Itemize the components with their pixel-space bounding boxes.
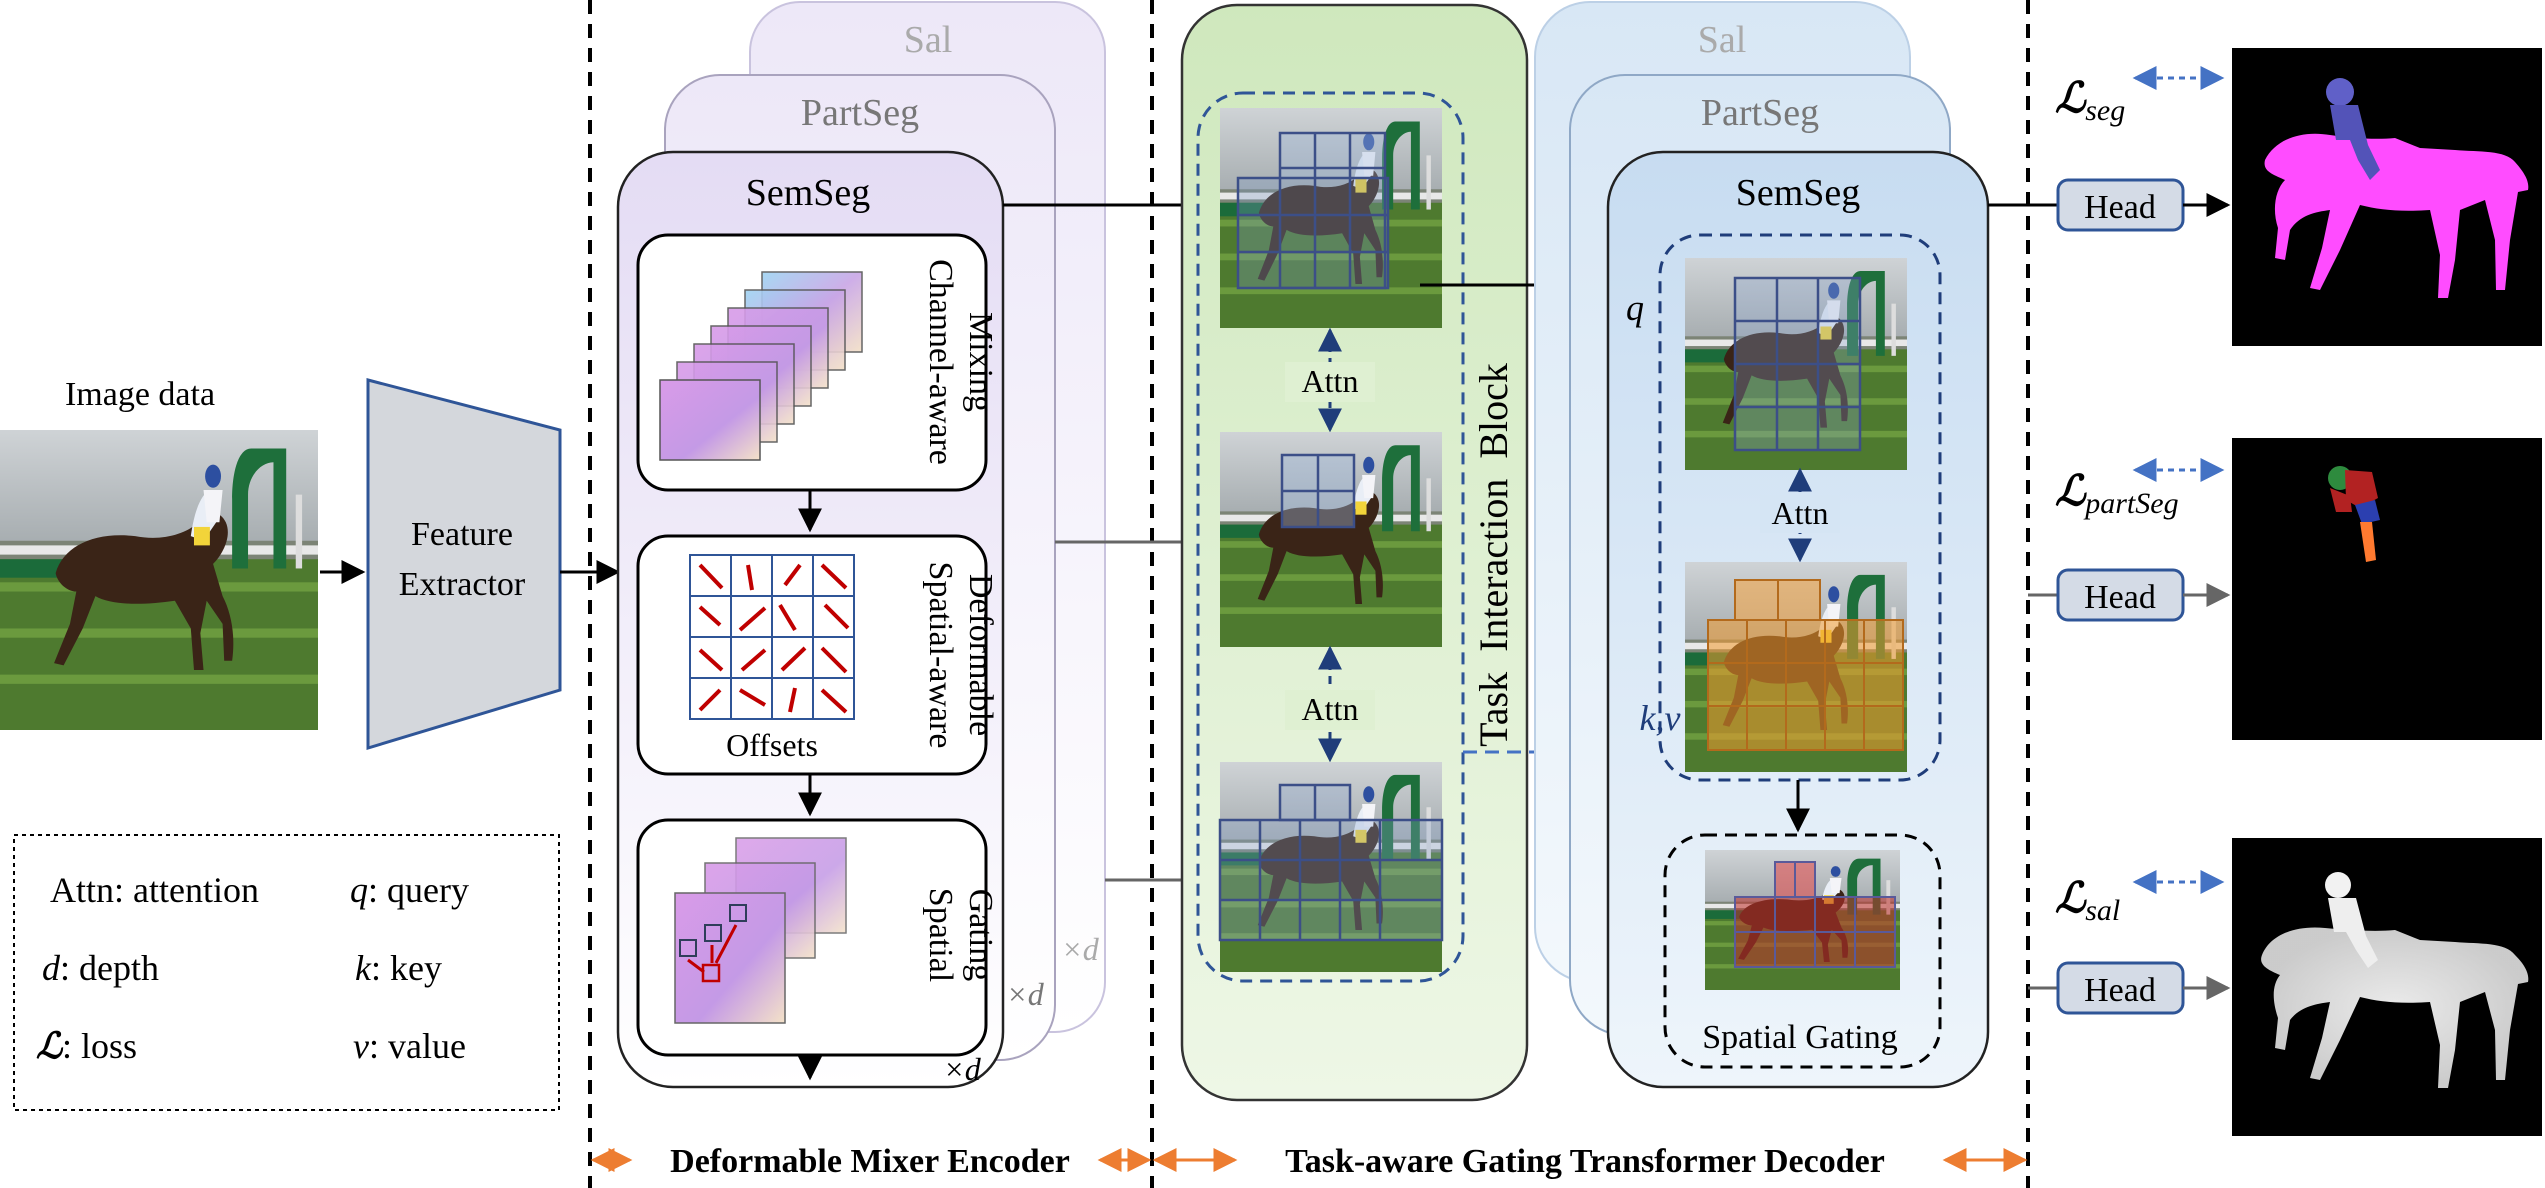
svg-text:Attn: attention: Attn: attention [50, 870, 259, 910]
encoder-gating-label-2: Gating [962, 889, 999, 982]
sal-output-image [2232, 838, 2542, 1136]
legend-loss-text: : loss [62, 1026, 137, 1066]
decoder-gating-image [1705, 850, 1900, 990]
decoder-spatial-gating-block [1663, 833, 1942, 1069]
legend-k-text: : key [371, 948, 442, 988]
legend-attn-sym: Attn [50, 870, 114, 910]
legend-q-text: : query [368, 870, 469, 910]
encoder-semseg-label: SemSeg [746, 172, 871, 214]
output-sal: Head ℒsal [2028, 838, 2542, 1136]
interaction-attn-label-1: Attn [1302, 363, 1359, 399]
decoder-stack: Sal PartSeg SemSeg q k,v Attn [1534, 1, 1990, 1089]
encoder-section-label: Deformable Mixer Encoder [670, 1143, 1070, 1180]
svg-text:ℒ: loss: ℒ: loss [36, 1026, 137, 1066]
head-sal-label: Head [2084, 972, 2156, 1009]
svg-text:q: query: q: query [350, 870, 469, 910]
seg-output-image [2232, 48, 2542, 346]
deformable-label-2: Deformable [962, 574, 999, 736]
encoder-depth-1: ×d [943, 1051, 982, 1087]
interaction-image-1 [1220, 108, 1442, 328]
feature-extractor-label-1: Feature [411, 516, 513, 553]
svg-text:v: value: v: value [353, 1026, 466, 1066]
deformable-label-1: Spatial-aware [922, 562, 959, 749]
channel-mixing-label-2: Mixing [962, 312, 999, 412]
interaction-dashed-group [1196, 91, 1465, 983]
partseg-output-image [2232, 438, 2542, 740]
interaction-image-3 [1218, 762, 1444, 972]
key-value-label: k,v [1640, 698, 1681, 738]
legend-d-sym: d [42, 948, 61, 988]
head-seg-label: Head [2084, 189, 2156, 226]
decoder-query-image [1685, 258, 1907, 470]
decoder-semseg-label: SemSeg [1736, 172, 1861, 214]
svg-text:d: depth: d: depth [42, 948, 159, 988]
channel-mixing-stack [659, 271, 863, 461]
loss-partseg: ℒpartSeg [2055, 469, 2179, 520]
image-data-label: Image data [65, 376, 215, 413]
feature-extractor-label-2: Extractor [399, 566, 526, 603]
output-partseg: Head ℒpartSeg [2028, 438, 2542, 740]
loss-seg: ℒseg [2055, 76, 2125, 127]
legend-v-text: : value [369, 1026, 466, 1066]
offsets-grid [689, 554, 855, 720]
query-label: q [1626, 288, 1644, 328]
encoder-depth-2: ×d [1006, 976, 1045, 1012]
decoder-partseg-label: PartSeg [1701, 92, 1819, 134]
decoder-attn-group [1658, 233, 1942, 782]
encoder-stack: Sal ×d PartSeg ×d SemSeg ×d Channel-awar… [616, 1, 1106, 1089]
interaction-attn-label-2: Attn [1302, 691, 1359, 727]
task-interaction-block: Attn Attn [1180, 3, 1529, 1102]
gating-cards [674, 837, 847, 1024]
channel-mixing-label-1: Channel-aware [922, 259, 959, 465]
head-partseg-label: Head [2084, 579, 2156, 616]
loss-sal: ℒsal [2055, 876, 2120, 927]
decoder-keyvalue-image [1685, 562, 1907, 772]
output-seg: Head ℒseg [1988, 48, 2542, 346]
legend-attn-text: : attention [114, 870, 259, 910]
feature-extractor: Feature Extractor [366, 378, 562, 751]
svg-text:k: key: k: key [355, 948, 442, 988]
legend-d-text: : depth [60, 948, 159, 988]
decoder-section-label: Task-aware Gating Transformer Decoder [1285, 1143, 1885, 1180]
encoder-partseg-label: PartSeg [801, 92, 919, 134]
legend: Attn: attention q: query d: depth k: key… [13, 834, 560, 1111]
decoder-sal-label: Sal [1698, 19, 1747, 61]
interaction-image-2 [1220, 432, 1442, 647]
legend-loss-sym: ℒ [36, 1026, 64, 1066]
legend-v-sym: v [353, 1026, 369, 1066]
task-interaction-label: Task Interaction Block [1471, 363, 1516, 747]
decoder-spatial-gating-label: Spatial Gating [1702, 1019, 1897, 1056]
legend-q-sym: q [350, 870, 368, 910]
input-image [0, 430, 318, 730]
encoder-gating-label-1: Spatial [922, 888, 959, 982]
encoder-depth-3: ×d [1061, 931, 1100, 967]
encoder-sal-label: Sal [904, 19, 953, 61]
offsets-label: Offsets [726, 727, 818, 763]
legend-k-sym: k [355, 948, 372, 988]
decoder-attn-label: Attn [1772, 495, 1829, 531]
